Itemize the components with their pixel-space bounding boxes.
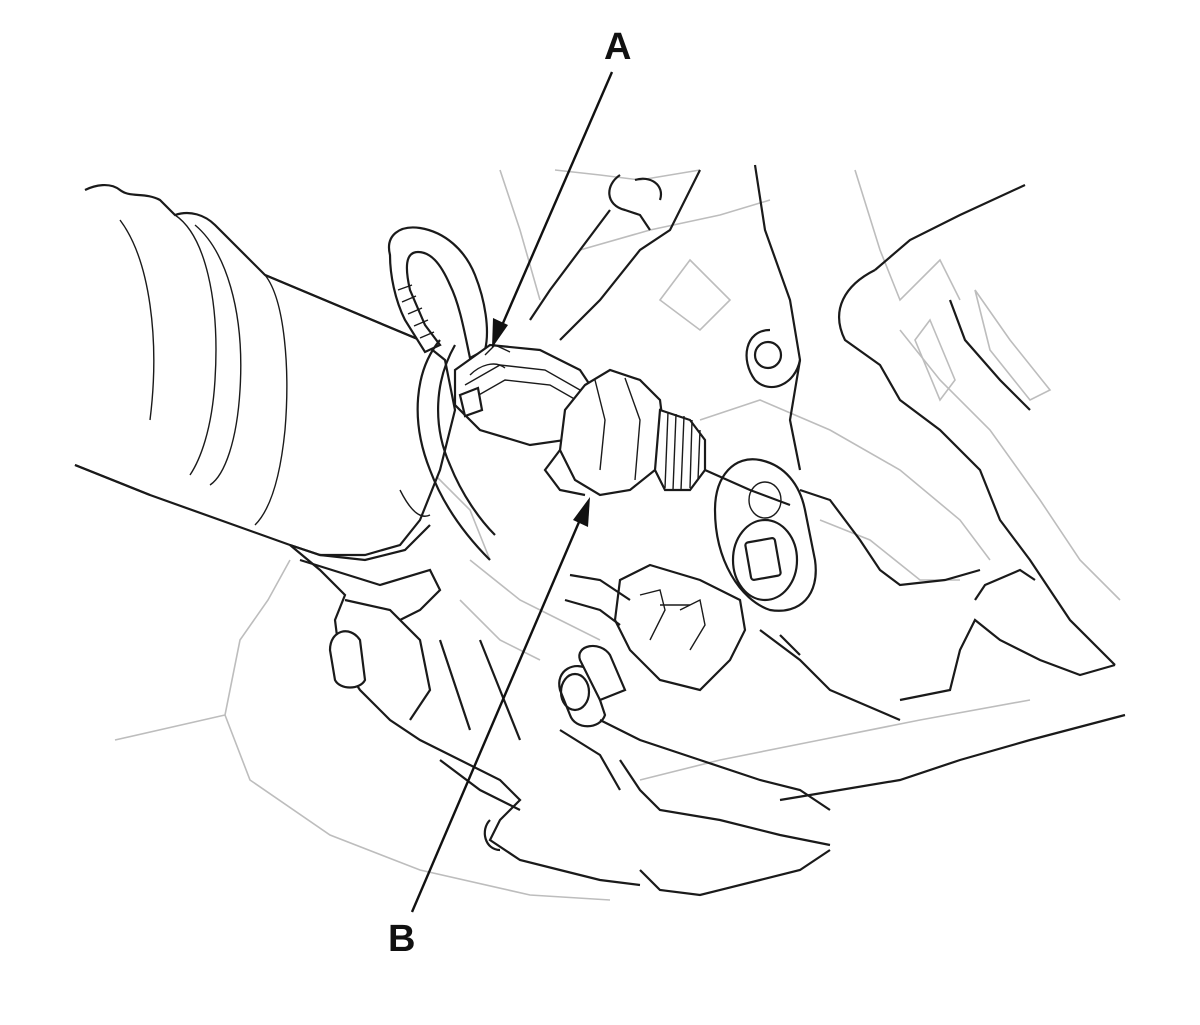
callout-label-b: B xyxy=(388,918,416,960)
secondary-connector xyxy=(564,563,747,692)
sensor-bracket xyxy=(416,339,496,561)
drive-shaft xyxy=(74,184,457,562)
leader-line-b xyxy=(410,497,590,913)
transmission-case xyxy=(529,164,1126,802)
callout-label-a: A xyxy=(604,26,632,68)
background-housing-outline xyxy=(114,169,1121,901)
leader-line-a xyxy=(492,71,614,348)
round-boss xyxy=(713,458,817,612)
speed-sensor xyxy=(543,368,791,507)
lower-bracket xyxy=(289,544,831,897)
